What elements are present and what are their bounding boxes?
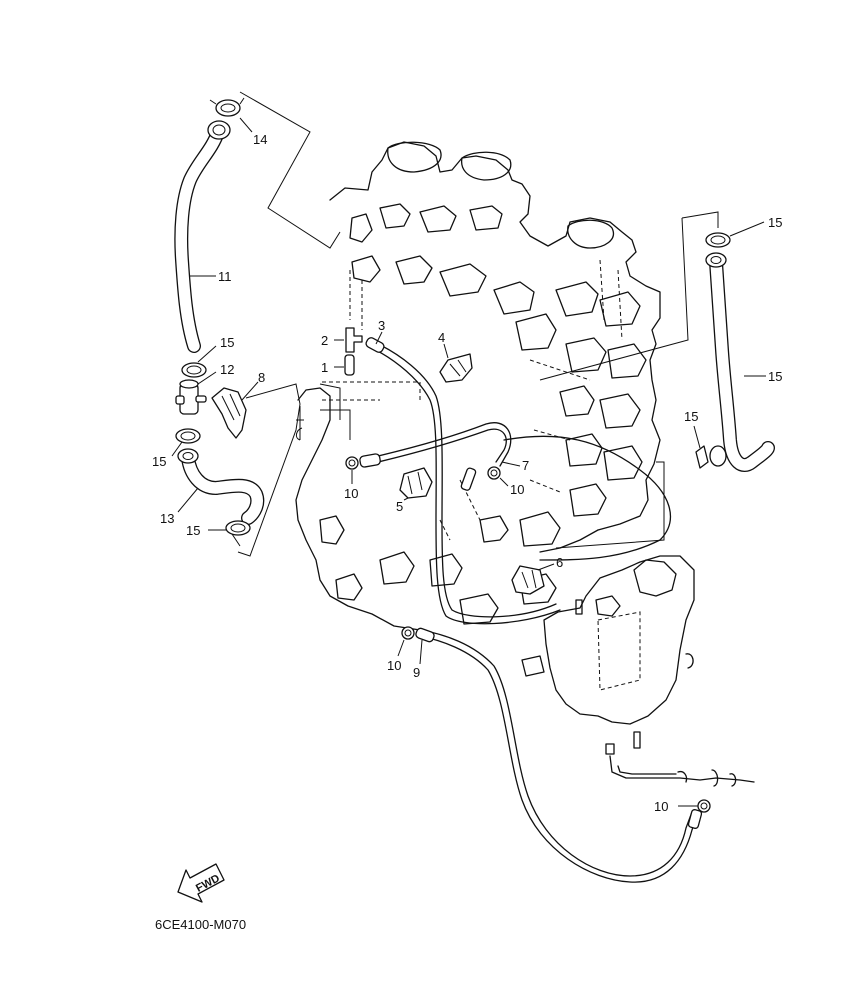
callout-10-a: 10 (344, 470, 358, 501)
lower-block-outline (295, 381, 561, 631)
clip-10-d (697, 799, 711, 813)
svg-text:10: 10 (387, 658, 401, 673)
callout-13: 13 (160, 487, 199, 526)
svg-text:10: 10 (510, 482, 524, 497)
svg-text:15: 15 (186, 523, 200, 538)
svg-text:13: 13 (160, 511, 174, 526)
reference-lines (237, 91, 719, 557)
svg-text:12: 12 (220, 362, 234, 377)
callout-14: 15 (744, 369, 782, 384)
callout-15-d: 15 (186, 523, 226, 538)
svg-text:15: 15 (768, 369, 782, 384)
svg-text:3: 3 (378, 318, 385, 333)
clip-10-b (487, 466, 501, 480)
callout-9: 9 (413, 639, 423, 680)
callout-11: 11 (190, 269, 232, 284)
svg-text:1: 1 (321, 360, 328, 375)
fwd-arrow-icon: FWD (177, 863, 225, 903)
clamp-15-c (175, 428, 201, 444)
svg-text:10: 10 (344, 486, 358, 501)
svg-text:15: 15 (220, 335, 234, 350)
holder-5 (399, 467, 433, 499)
svg-text:15: 15 (684, 409, 698, 424)
callout-15-f: 15 (684, 409, 701, 449)
hose-7 (359, 422, 671, 561)
hose-3 (365, 337, 561, 625)
callout-10-b: 10 (499, 477, 524, 497)
svg-text:8: 8 (258, 370, 265, 385)
holder-8 (211, 387, 247, 439)
engine-block-outline (329, 141, 661, 553)
clip-10-a (345, 456, 359, 470)
joint-2 (345, 327, 363, 353)
svg-text:2: 2 (321, 333, 328, 348)
callout-15-a: 14 (239, 117, 267, 147)
callout-7: 7 (501, 458, 529, 473)
callout-15-b: 15 (197, 335, 234, 363)
callout-12: 12 (197, 362, 234, 385)
holder-4 (439, 353, 473, 383)
callout-15-c: 15 (152, 441, 183, 469)
callout-10-c: 10 (387, 639, 405, 673)
svg-text:7: 7 (522, 458, 529, 473)
clamp-15-d (225, 520, 251, 547)
svg-text:5: 5 (396, 499, 403, 514)
drawing-code: 6CE4100-M070 (155, 917, 246, 932)
fuel-tank-assembly (521, 555, 755, 787)
holder-6 (511, 565, 545, 595)
callout-3: 3 (375, 318, 385, 345)
callout-6: 6 (537, 555, 563, 571)
clamp-15-a (209, 97, 245, 117)
hose-11 (174, 120, 231, 353)
clip-10-c (401, 626, 415, 640)
clamp-15-e (705, 232, 731, 248)
svg-text:15: 15 (768, 215, 782, 230)
callout-15-e: 15 (729, 215, 782, 237)
clamp-15-f (695, 445, 727, 469)
hose-14 (705, 252, 775, 472)
svg-text:4: 4 (438, 330, 445, 345)
callout-1: 1 (321, 360, 344, 375)
clamp-15-b (181, 362, 207, 378)
svg-text:11: 11 (218, 269, 232, 284)
hose-9 (415, 627, 703, 883)
joint-12 (175, 379, 207, 415)
hose-13 (177, 448, 265, 525)
svg-text:10: 10 (654, 799, 668, 814)
callout-4: 4 (438, 330, 449, 359)
svg-text:9: 9 (413, 665, 420, 680)
svg-text:14: 14 (253, 132, 267, 147)
callout-8: 8 (241, 370, 265, 401)
svg-text:15: 15 (152, 454, 166, 469)
svg-text:6: 6 (556, 555, 563, 570)
pipe-1 (344, 354, 355, 376)
callout-2: 2 (321, 333, 344, 348)
callout-5: 5 (396, 497, 409, 514)
callout-10-d: 10 (654, 799, 698, 814)
